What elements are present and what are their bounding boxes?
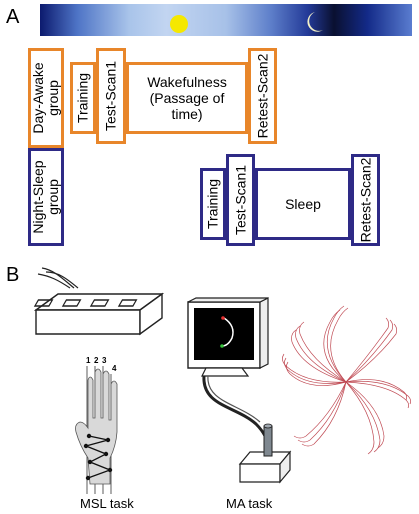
night-sleep-group-label: Night-Sleep group: [30, 160, 61, 234]
day-training-label: Training: [74, 72, 91, 124]
night-training-label: Training: [204, 178, 221, 230]
wakefulness-box: Wakefulness (Passage of time): [126, 62, 248, 134]
day-test-scan1-box: Test-Scan1: [96, 48, 126, 144]
finger-number-4: 4: [112, 364, 117, 373]
msl-task-caption: MSL task: [80, 496, 134, 511]
finger-number-2: 2: [94, 356, 99, 365]
night-test-scan1-box: Test-Scan1: [226, 154, 255, 246]
crescent-moon-icon: [307, 12, 323, 32]
day-awake-group-box: Day-Awake group: [28, 48, 64, 148]
day-retest-scan2-box: Retest-Scan2: [248, 48, 277, 144]
sleep-box: Sleep: [255, 168, 351, 240]
finger-number-3: 3: [102, 356, 107, 365]
finger-number-1: 1: [86, 356, 91, 365]
keypad-icon: [33, 267, 165, 336]
wakefulness-label: Wakefulness (Passage of time): [147, 74, 227, 122]
day-training-box: Training: [70, 62, 96, 134]
panel-b-label: B: [6, 264, 20, 286]
night-sleep-group-box: Night-Sleep group: [28, 148, 64, 246]
sleep-label: Sleep: [285, 196, 321, 212]
day-test-scan1-label: Test-Scan1: [102, 60, 119, 132]
monitor-joystick-icon: [187, 297, 292, 484]
sun-icon: [170, 15, 188, 33]
hand-finger-sequence-icon: [75, 366, 118, 494]
day-retest-scan2-label: Retest-Scan2: [254, 53, 270, 139]
ma-task-caption: MA task: [226, 496, 273, 511]
night-retest-scan2-box: Retest-Scan2: [351, 154, 380, 246]
day-night-gradient-bar: [40, 4, 412, 36]
night-training-box: Training: [200, 168, 226, 240]
day-awake-group-label: Day-Awake group: [30, 62, 61, 134]
night-retest-scan2-label: Retest-Scan2: [357, 157, 373, 243]
panel-a-label: A: [6, 6, 20, 28]
day-night-icons: [170, 12, 323, 33]
night-test-scan1-label: Test-Scan1: [232, 164, 248, 236]
radial-trajectories-plot: [282, 305, 412, 455]
